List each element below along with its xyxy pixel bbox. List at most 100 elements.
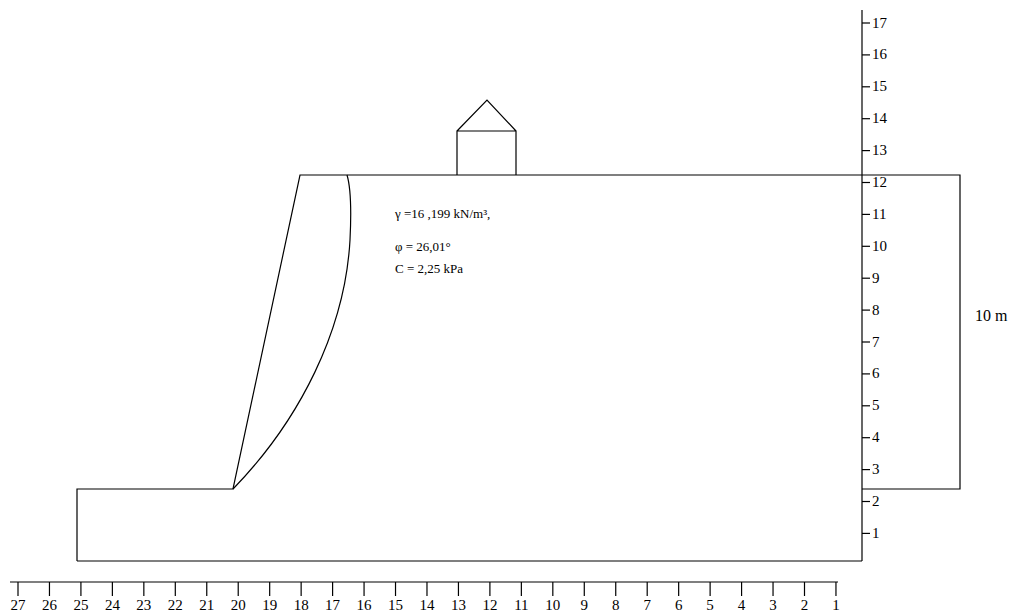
axis-label: 20 [231,598,246,613]
axis-label: 26 [42,598,57,613]
axis-tick [489,582,490,596]
building [457,100,516,175]
axis-label: 3 [872,462,880,477]
axis-label: 13 [451,598,466,613]
axis-tick [615,582,616,596]
vertical-axis [861,10,862,561]
axis-label: 15 [388,598,403,613]
axis-label: 25 [73,598,88,613]
axis-tick [458,582,459,596]
axis-tick [862,310,870,311]
axis-tick [862,150,870,151]
axis-label: 3 [769,598,777,613]
axis-label: 16 [872,47,887,62]
soil-parameter: φ = 26,01° [395,240,451,253]
axis-tick [552,582,553,596]
axis-label: 4 [738,598,746,613]
axis-label: 1 [872,526,880,541]
axis-label: 7 [643,598,651,613]
axis-label: 6 [675,598,683,613]
axis-tick [862,469,870,470]
axis-tick [143,582,144,596]
axis-label: 14 [872,111,887,126]
axis-label: 8 [872,303,880,318]
axis-label: 18 [294,598,309,613]
axis-label: 15 [872,79,887,94]
axis-label: 6 [872,366,880,381]
axis-tick [647,582,648,596]
soil-parameter: C = 2,25 kPa [395,262,463,275]
axis-tick [301,582,302,596]
axis-label: 7 [872,335,880,350]
axis-tick [862,278,870,279]
height-dimension [862,175,960,489]
axis-tick [862,54,870,55]
axis-label: 2 [872,494,880,509]
axis-label: 19 [262,598,277,613]
axis-tick [862,373,870,374]
axis-label: 14 [419,598,434,613]
axis-tick [804,582,805,596]
axis-tick [772,582,773,596]
axis-label: 16 [357,598,372,613]
horizontal-axis [10,581,838,582]
axis-label: 23 [136,598,151,613]
soil-parameter: γ =16 ,199 kN/m³, [395,207,490,220]
axis-tick [426,582,427,596]
axis-tick [835,582,836,596]
dimension-label: 10 m [975,308,1007,324]
axis-label: 2 [801,598,809,613]
axis-tick [17,582,18,596]
axis-tick [206,582,207,596]
axis-tick [862,533,870,534]
axis-label: 8 [612,598,620,613]
axis-tick [332,582,333,596]
axis-tick [49,582,50,596]
slip-surface [233,175,351,489]
axis-label: 17 [872,16,887,31]
axis-tick [862,86,870,87]
axis-label: 13 [872,143,887,158]
axis-label: 21 [199,598,214,613]
axis-tick [710,582,711,596]
axis-tick [175,582,176,596]
axis-tick [238,582,239,596]
axis-tick [80,582,81,596]
axis-tick [395,582,396,596]
axis-tick [584,582,585,596]
ground-section [77,175,862,561]
axis-label: 9 [872,271,880,286]
axis-tick [269,582,270,596]
axis-tick [112,582,113,596]
axis-label: 10 [545,598,560,613]
axis-label: 9 [581,598,589,613]
axis-label: 1 [832,598,840,613]
axis-label: 22 [168,598,183,613]
axis-label: 10 [872,239,887,254]
axis-label: 11 [514,598,528,613]
axis-label: 5 [872,398,880,413]
axis-label: 27 [11,598,26,613]
axis-tick [363,582,364,596]
axis-label: 24 [105,598,120,613]
axis-label: 11 [872,207,886,222]
axis-tick [862,214,870,215]
axis-label: 12 [872,175,887,190]
axis-tick [862,437,870,438]
axis-tick [862,22,870,23]
axis-label: 12 [482,598,497,613]
axis-tick [862,501,870,502]
axis-tick [862,182,870,183]
axis-label: 4 [872,430,880,445]
axis-label: 17 [325,598,340,613]
ground-base [77,560,862,561]
axis-tick [862,246,870,247]
axis-label: 5 [706,598,714,613]
axis-tick [678,582,679,596]
axis-tick [862,405,870,406]
axis-tick [862,118,870,119]
axis-tick [741,582,742,596]
axis-tick [862,341,870,342]
axis-tick [521,582,522,596]
